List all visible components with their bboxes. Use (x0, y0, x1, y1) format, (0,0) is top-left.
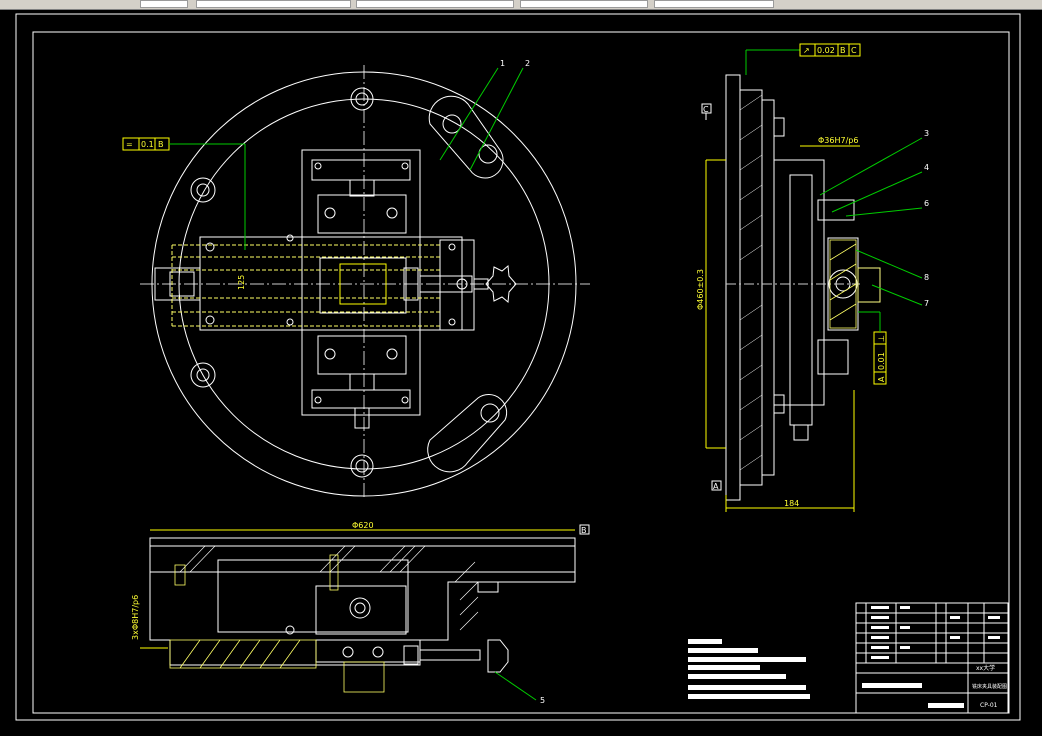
datum-b-label: B (581, 526, 587, 535)
fit-pins-label: 3xΦ8H7/p6 (131, 595, 140, 640)
toolbar-dropdown-linetype[interactable] (520, 0, 648, 8)
tol-flatness-value: 0.1 (141, 140, 154, 149)
part-number-6: 6 (924, 199, 929, 208)
tol-runout-value: 0.02 (817, 46, 835, 55)
dim-width-184: 184 (784, 499, 799, 508)
application-toolbar (0, 0, 1042, 10)
part-number-7: 7 (924, 299, 929, 308)
toolbar-dropdown-lineweight[interactable] (654, 0, 774, 8)
tol-flatness-datum: B (158, 140, 164, 149)
side-annotations: ↗ 0.02 B C C Φ460±0.3 Φ36H7/p6 184 A ⊥ 0… (696, 43, 929, 512)
drawing-title: 铣床夹具装配图 (972, 683, 1007, 690)
inner-border (32, 31, 1010, 714)
title-block (855, 602, 1009, 714)
part-number-8: 8 (924, 273, 929, 282)
flatness-symbol: = (126, 140, 133, 149)
dim-height-460: Φ460±0.3 (696, 269, 705, 310)
part-number-3: 3 (924, 129, 929, 138)
perp-symbol: ⊥ (877, 335, 886, 342)
cad-drawing-canvas[interactable]: = 0.1 B 125 1 2 (0, 10, 1042, 736)
side-view (725, 74, 881, 501)
section-base-hidden (169, 554, 385, 693)
fit-bore-label: Φ36H7/p6 (818, 136, 858, 145)
tol-perp-value: 0.01 (877, 352, 886, 370)
dim-125: 125 (237, 275, 246, 290)
side-view-yellow-parts (829, 239, 881, 329)
part-number-4: 4 (924, 163, 929, 172)
part-number-1: 1 (500, 59, 505, 68)
drawing-number: CP-01 (980, 702, 998, 709)
tol-runout-datum-2: C (851, 46, 857, 55)
school-name: xx大学 (976, 664, 995, 672)
part-number-5: 5 (540, 696, 545, 705)
datum-a-label: A (713, 482, 719, 491)
title-block-fills (862, 606, 1000, 708)
section-hatching (179, 545, 479, 631)
part-number-2: 2 (525, 59, 530, 68)
tol-perp-datum: A (877, 376, 886, 382)
title-block-text: xx大学 铣床夹具装配图 CP-01 (972, 664, 1007, 709)
side-view-hatching (739, 94, 763, 471)
plan-annotations: = 0.1 B 125 1 2 (122, 59, 530, 290)
section-view (149, 537, 576, 673)
tol-runout-datum-1: B (840, 46, 846, 55)
runout-symbol: ↗ (803, 46, 810, 55)
plan-hidden-lines (171, 244, 440, 327)
technical-requirements (688, 639, 810, 699)
outer-border (15, 13, 1021, 721)
toolbar-button-1[interactable] (140, 0, 188, 8)
plan-view (140, 65, 590, 500)
toolbar-dropdown-layer[interactable] (196, 0, 351, 8)
section-annotations: Φ620 B 3xΦ8H7/p6 5 (131, 521, 590, 705)
datum-c-label: C (703, 105, 709, 114)
dim-diameter-620: Φ620 (352, 521, 374, 530)
toolbar-dropdown-color[interactable] (356, 0, 514, 8)
